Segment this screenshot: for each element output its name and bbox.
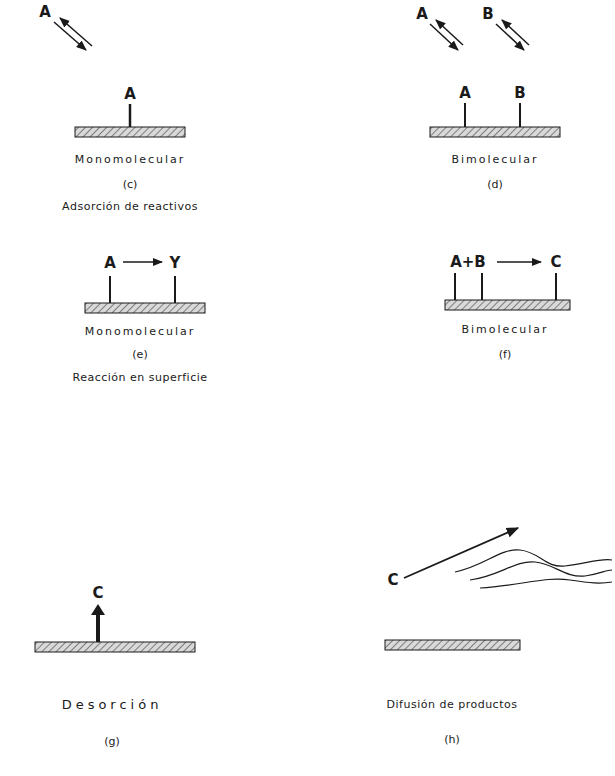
section-title: Desorción	[62, 698, 163, 712]
boundary-layer	[455, 550, 612, 572]
species-label: A	[39, 4, 51, 21]
surface	[85, 303, 205, 313]
species-label: A	[104, 255, 116, 272]
panel-letter: (h)	[444, 734, 460, 746]
panel-letter: (e)	[132, 349, 147, 361]
mechanism-caption: Monomolecular	[85, 326, 196, 338]
surface	[445, 300, 570, 310]
panel-letter: (g)	[104, 736, 120, 748]
desorb-arrow	[436, 20, 463, 45]
panel-letter: (d)	[487, 179, 503, 191]
section-title: Difusión de productos	[387, 699, 518, 711]
surface	[430, 127, 560, 137]
bond	[555, 273, 557, 300]
arrow-head	[91, 604, 105, 615]
boundary-layer	[470, 562, 612, 580]
bond	[464, 103, 466, 127]
species-label: C	[387, 572, 398, 589]
species-label: B	[482, 6, 493, 23]
species-label: Y	[170, 255, 181, 272]
reaction-arrow	[497, 261, 541, 263]
species-label: A	[416, 6, 428, 23]
bond	[481, 273, 483, 300]
reaction-arrow	[123, 261, 162, 263]
panel-letter: (c)	[123, 179, 138, 191]
desorption-arrow	[96, 612, 100, 642]
species-label: A+B	[450, 254, 486, 271]
boundary-layer	[480, 579, 612, 588]
species-label: A	[459, 85, 471, 102]
surface	[75, 127, 185, 137]
bond	[109, 276, 111, 303]
mechanism-caption: Bimolecular	[461, 324, 548, 336]
panel-letter: (f)	[499, 349, 511, 361]
bond	[174, 276, 176, 303]
mechanism-caption: Bimolecular	[451, 154, 538, 166]
species-label: C	[550, 254, 561, 271]
bond	[454, 273, 456, 300]
species-label: A	[124, 86, 136, 103]
mechanism-caption: Monomolecular	[75, 154, 186, 166]
bond	[519, 103, 521, 127]
species-label: C	[92, 585, 103, 602]
surface	[385, 640, 520, 650]
diffusion-arrow	[404, 528, 518, 578]
desorb-arrow	[502, 20, 529, 45]
bond	[129, 104, 132, 127]
species-label: B	[514, 85, 525, 102]
section-title: Adsorción de reactivos	[62, 201, 198, 213]
surface	[35, 642, 195, 652]
section-title: Reacción en superficie	[72, 372, 207, 384]
desorb-arrow	[60, 18, 92, 46]
